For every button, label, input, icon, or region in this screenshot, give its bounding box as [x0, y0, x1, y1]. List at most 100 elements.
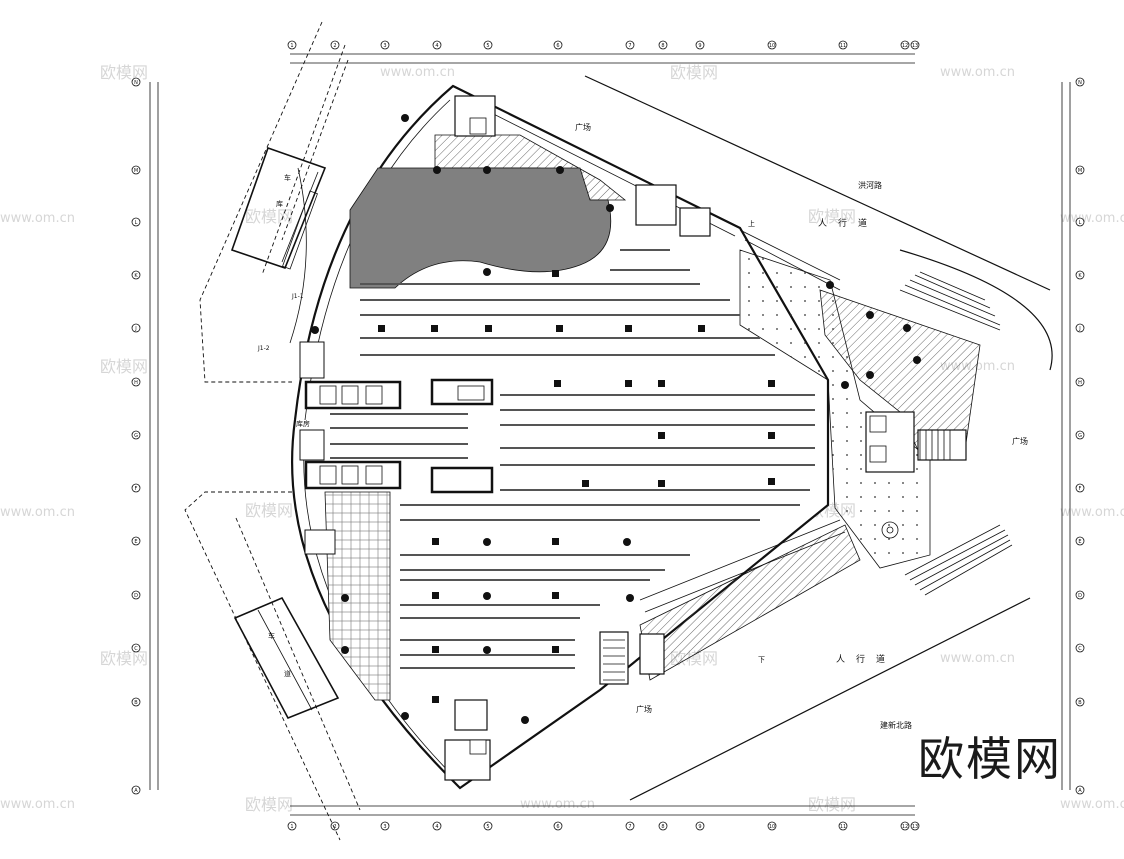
- watermark-site: www.om.cn: [0, 505, 75, 520]
- watermark-site: www.om.cn: [940, 65, 1015, 80]
- axis-bubble: [131, 377, 141, 387]
- axis-label: J: [134, 326, 136, 332]
- axis-label: 5: [486, 43, 489, 49]
- axis-label: B: [1078, 700, 1082, 706]
- axis-bubble: [131, 785, 141, 795]
- axis-bubble: [1075, 323, 1085, 333]
- axis-bubble: [625, 40, 635, 50]
- brand-logo-text: 欧模网: [918, 732, 1062, 786]
- axis-label: M: [1078, 168, 1082, 174]
- axis-label: B: [134, 700, 138, 706]
- axis-bubble: [900, 821, 910, 831]
- axis-bubble: [910, 821, 920, 831]
- axis-bubble: [131, 590, 141, 600]
- plaza-label-right: 广场: [1012, 436, 1028, 446]
- ramp-up-label: 上: [748, 219, 755, 228]
- bottom-left-room-label-2: 道: [284, 669, 291, 678]
- axis-bubble: [483, 821, 493, 831]
- axis-label: 13: [912, 43, 918, 49]
- axis-label: 11: [840, 824, 846, 830]
- watermark-site: www.om.cn: [0, 211, 75, 226]
- axis-label: 13: [912, 824, 918, 830]
- road-label-top: 洪河路: [858, 180, 882, 190]
- axis-bubble: [1075, 377, 1085, 387]
- axis-bubble: [838, 40, 848, 50]
- watermark-text: 欧模网: [245, 207, 293, 226]
- axis-label: 2: [333, 824, 336, 830]
- sidewalk-label-top-1: 人: [818, 218, 827, 229]
- axis-bubble: [131, 217, 141, 227]
- axis-bubble: [1075, 77, 1085, 87]
- axis-bubble: [1075, 785, 1085, 795]
- axis-label: D: [134, 593, 138, 599]
- road-label-bottom: 建新北路: [880, 720, 912, 730]
- dimension-lines: [149, 53, 1071, 816]
- axis-label: 2: [333, 43, 336, 49]
- axis-bubble: [483, 40, 493, 50]
- axis-label: 10: [769, 43, 775, 49]
- axis-bubble: [553, 821, 563, 831]
- axis-bubble: [658, 821, 668, 831]
- sidewalk-label-top-3: 道: [858, 217, 867, 229]
- axis-bubble: [131, 697, 141, 707]
- axis-label: 7: [628, 824, 631, 830]
- axis-label: 12: [902, 43, 908, 49]
- axis-label: 6: [556, 43, 559, 49]
- axis-bubble: [910, 40, 920, 50]
- axis-label: F: [135, 486, 138, 492]
- watermark-site: www.om.cn: [1060, 505, 1124, 520]
- axis-bubble: [1075, 697, 1085, 707]
- axis-label: L: [135, 220, 138, 226]
- axis-bubble: [131, 536, 141, 546]
- axis-bubble: [1075, 165, 1085, 175]
- axis-bubble: [1075, 430, 1085, 440]
- axis-label: M: [134, 168, 138, 174]
- watermark-text: 欧模网: [808, 795, 856, 814]
- axis-label: 9: [698, 824, 701, 830]
- watermark-text: 欧模网: [808, 207, 856, 226]
- watermark-text: 欧模网: [100, 63, 148, 82]
- axis-bubble: [131, 77, 141, 87]
- roads: [584, 75, 1053, 801]
- axis-label: 7: [628, 43, 631, 49]
- sidewalk-label-top-2: 行: [838, 217, 847, 229]
- axis-bubble: [330, 821, 340, 831]
- building-cores: [299, 95, 967, 781]
- axis-label: A: [134, 788, 138, 794]
- sidewalk-label-bottom-1: 人: [836, 654, 845, 665]
- axis-label: 9: [698, 43, 701, 49]
- axis-label: J: [1078, 326, 1080, 332]
- escalators: [603, 430, 951, 681]
- watermark-text: 欧模网: [245, 795, 293, 814]
- plaza-label-top: 广场: [575, 122, 591, 132]
- ramp-upper-left: [230, 146, 327, 344]
- watermark-site: www.om.cn: [380, 65, 455, 80]
- plan-labels: 广场 广场 广场 洪河路 建新北路 人 行 道 人 行 道 上 下 库房 车 库…: [257, 122, 1028, 730]
- axis-bubble: [695, 40, 705, 50]
- axis-label: G: [134, 433, 138, 439]
- axis-label: N: [134, 80, 138, 86]
- watermark-text: 欧模网: [670, 63, 718, 82]
- left-plaza-label-2: 库: [276, 199, 283, 208]
- axis-label: G: [1078, 433, 1082, 439]
- axis-bubble: [1075, 483, 1085, 493]
- axis-label: F: [1079, 486, 1082, 492]
- axis-label: E: [134, 539, 137, 545]
- axis-bubble: [553, 40, 563, 50]
- left-room-label-1: 库房: [296, 419, 310, 428]
- axis-label: D: [1078, 593, 1082, 599]
- axis-label: E: [1078, 539, 1081, 545]
- axis-label: 4: [435, 824, 438, 830]
- axis-label: 1: [290, 43, 293, 49]
- axis-bubble: [131, 323, 141, 333]
- axis-label: 4: [435, 43, 438, 49]
- axis-bubble: [900, 40, 910, 50]
- axis-label: 3: [383, 43, 386, 49]
- axis-label: 3: [383, 824, 386, 830]
- axis-label: K: [1078, 273, 1082, 279]
- axis-label: 12: [902, 824, 908, 830]
- watermark-site: www.om.cn: [1060, 797, 1124, 812]
